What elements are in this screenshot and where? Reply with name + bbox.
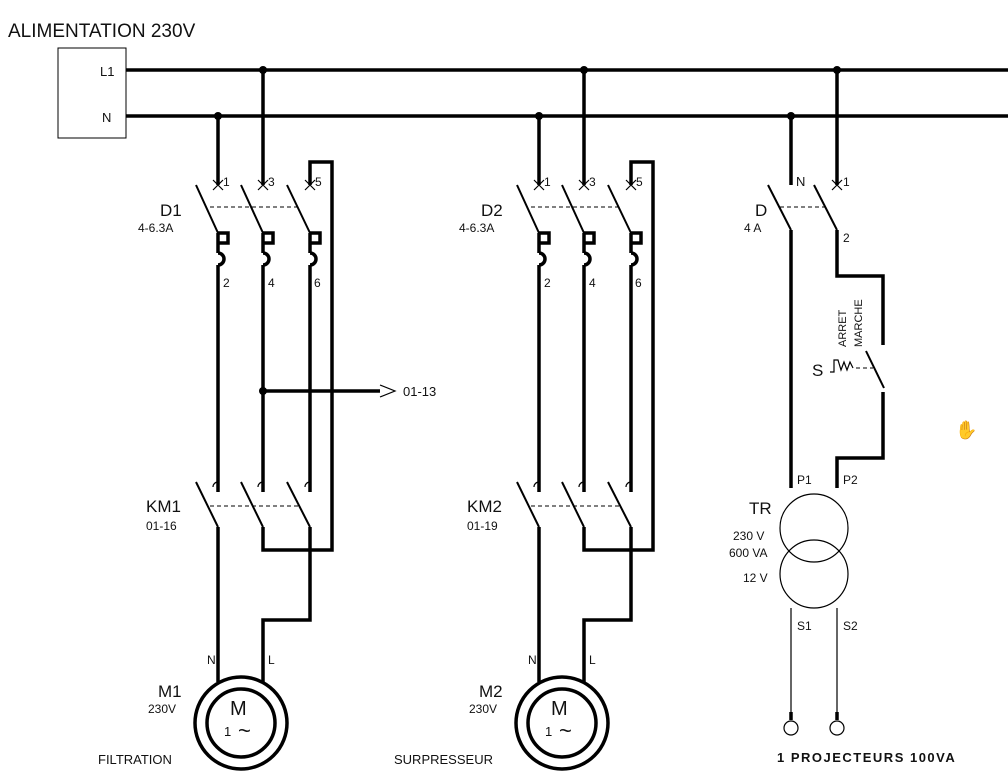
motor-l-label: L [589,653,596,667]
terminal-label: 3 [268,175,275,189]
terminal-label: S1 [797,619,812,633]
motor-label: FILTRATION [98,752,172,767]
terminal-label: P2 [843,473,858,487]
terminal-label: 3 [589,175,596,189]
terminal-label: 1 [843,175,850,189]
transformer-name: TR [749,499,772,518]
switch-position-arret: ARRET [837,309,849,347]
breaker-name: D [755,201,767,220]
terminal-label: 6 [635,276,642,290]
motor-voltage: 230V [148,702,176,716]
hand-cursor-icon: ✋ [955,420,978,440]
lighting-circuit: N 1 D 4 A 2 S ARRET MARCHE P1 P2 TR 230 … [729,66,956,765]
terminal-label: N [796,174,805,189]
output-terminal [783,720,799,736]
terminal-label: 1 [223,175,230,189]
motor-l-label: L [268,653,275,667]
terminal-label: 5 [636,175,643,189]
terminal-label: 2 [544,276,551,290]
contactor-ref: 01-19 [467,519,498,533]
breaker-name: D1 [160,201,182,220]
switch-name: S [812,361,823,380]
terminal-label: 2 [223,276,230,290]
diagram-title: ALIMENTATION 230V [8,21,196,42]
motor-label: SURPRESSEUR [394,752,493,767]
transformer-primary-voltage: 230 V [733,529,764,543]
terminal-label: 4 [589,276,596,290]
contactor-ref: 01-16 [146,519,177,533]
terminal-label: 5 [315,175,322,189]
output-terminal [829,720,845,736]
ac-wave-icon: ~ [238,718,251,743]
motor-symbol: M [230,698,247,720]
supply-n-label: N [102,110,111,125]
terminal-label: 1 [544,175,551,189]
supply-l1-label: L1 [100,64,114,79]
breaker-name: D2 [481,201,503,220]
motor-symbol: M [551,698,568,720]
supply-box [57,47,127,139]
breaker-rating: 4-6.3A [138,221,173,235]
motor-voltage: 230V [469,702,497,716]
switch-position-marche: MARCHE [853,299,865,347]
breaker-rating: 4 A [744,221,761,235]
load-label: 1 PROJECTEURS 100VA [777,750,956,765]
cross-reference: 01-13 [403,384,436,399]
motor-name: M1 [158,682,182,701]
terminal-label: P1 [797,473,812,487]
motor-phase: 1 [545,724,552,739]
terminal-label: S2 [843,619,858,633]
transformer-secondary [779,539,849,609]
ac-wave-icon: ~ [559,718,572,743]
motor-n-label: N [207,653,216,667]
transformer-secondary-voltage: 12 V [743,571,768,585]
transformer-power: 600 VA [729,546,767,560]
transformer-primary [779,493,849,563]
contactor-name: KM1 [146,497,181,516]
circuit-2: 1 3 5 D2 4-6.3A 2 4 6 KM2 01-19 M 1 ~ N … [394,66,655,771]
circuit-1: 1 3 5 D1 4-6.3A 2 4 6 01-13 KM1 01-16 M [98,66,436,771]
motor-name: M2 [479,682,503,701]
motor-phase: 1 [224,724,231,739]
motor-n-label: N [528,653,537,667]
breaker-rating: 4-6.3A [459,221,494,235]
terminal-label: 6 [314,276,321,290]
terminal-label: 4 [268,276,275,290]
terminal-label: 2 [843,231,850,245]
contactor-name: KM2 [467,497,502,516]
